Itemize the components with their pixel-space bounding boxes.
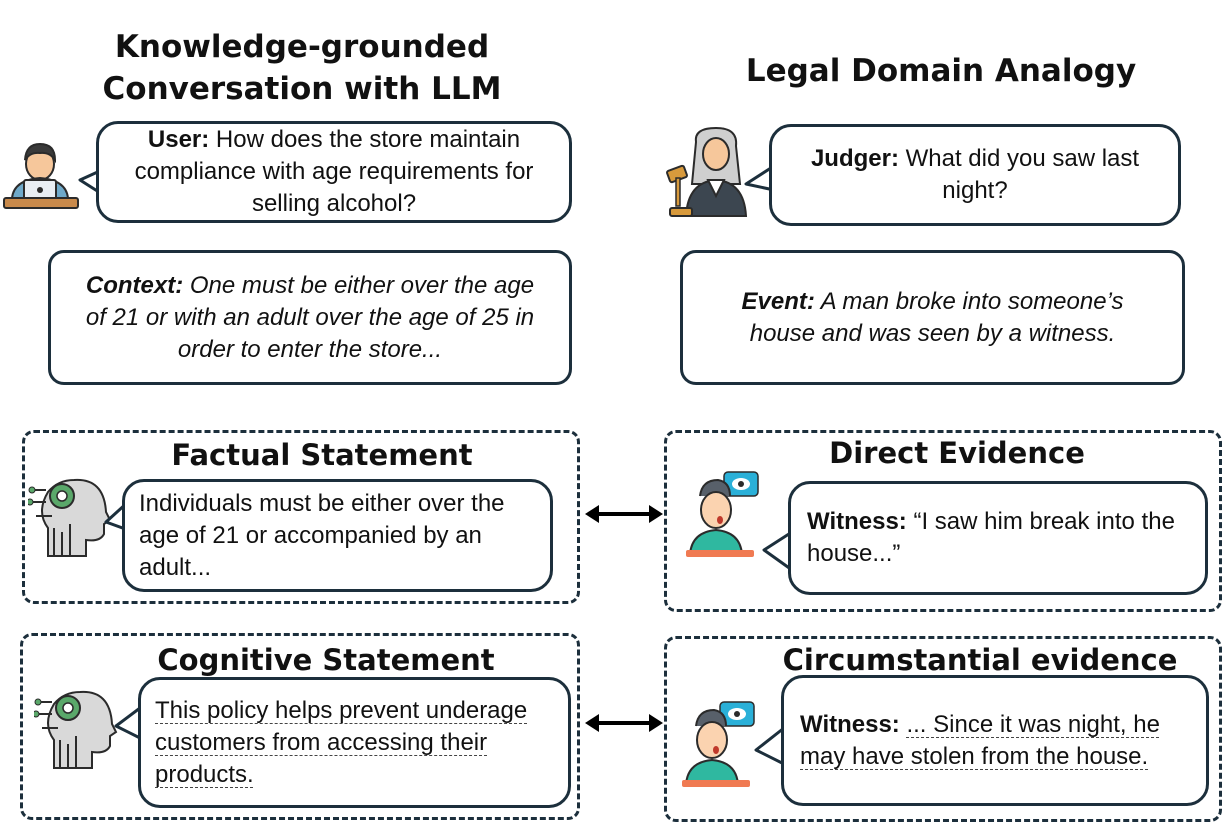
factual-bubble: Individuals must be either over the age … (122, 479, 553, 592)
ai-robot-icon (28, 478, 112, 557)
judger-speaker-label: Judger: (810, 145, 899, 172)
cognitive-statement-title: Cognitive Statement (157, 643, 495, 677)
circumstantial-bubble-tail (754, 726, 785, 766)
circumstantial-speaker-label: Witness: (800, 710, 900, 738)
circumstantial-evidence-panel (664, 636, 1222, 822)
judger-bubble: Judger: What did you saw last night? (769, 124, 1181, 226)
ai-robot-icon (34, 690, 118, 769)
direct-evidence-panel (664, 430, 1222, 612)
cognitive-bubble-tail (114, 706, 141, 740)
event-box: Event: A man broke into someone’s house … (680, 250, 1185, 385)
user-question: How does the store maintain compliance w… (134, 126, 534, 217)
direct-text: “I saw him break into the house...” (807, 508, 1175, 567)
cognitive-statement-panel (20, 633, 580, 820)
user-bubble: User: How does the store maintain compli… (96, 121, 572, 223)
judge-icon (666, 126, 748, 217)
double-arrow-icon (585, 505, 663, 523)
witness-icon (682, 701, 755, 787)
context-text: One must be either over the age of 21 or… (85, 271, 535, 363)
judger-question: What did you saw last night? (898, 145, 1140, 204)
left-title-line1: Knowledge-grounded (114, 29, 490, 65)
circumstantial-evidence-title: Circumstantial evidence (782, 643, 1178, 677)
user-laptop-icon (3, 142, 79, 209)
direct-bubble-tail (762, 530, 793, 572)
factual-statement-panel (22, 430, 580, 604)
left-title: Knowledge-grounded Conversation with LLM (62, 26, 542, 110)
cognitive-text: This policy helps prevent underage custo… (155, 696, 528, 788)
direct-speaker-label: Witness: (807, 508, 907, 535)
judger-bubble-tail (744, 164, 775, 192)
cognitive-bubble: This policy helps prevent underage custo… (138, 677, 571, 808)
user-speaker-label: User: (147, 126, 210, 153)
direct-evidence-title: Direct Evidence (829, 436, 1085, 470)
circumstantial-text: ... Since it was night, he may have stol… (800, 710, 1160, 770)
factual-text: Individuals must be either over the age … (139, 489, 505, 581)
event-text: A man broke into someone’s house and was… (749, 287, 1124, 347)
circumstantial-bubble: Witness: ... Since it was night, he may … (781, 675, 1209, 806)
factual-statement-title: Factual Statement (171, 438, 473, 472)
left-title-line2: Conversation with LLM (102, 71, 502, 107)
context-label: Context: (85, 271, 184, 299)
right-title: Legal Domain Analogy (745, 53, 1137, 89)
witness-icon (686, 471, 759, 557)
context-box: Context: One must be either over the age… (48, 250, 572, 385)
event-label: Event: (741, 287, 815, 315)
double-arrow-icon (585, 714, 663, 732)
direct-bubble: Witness: “I saw him break into the house… (788, 481, 1208, 595)
